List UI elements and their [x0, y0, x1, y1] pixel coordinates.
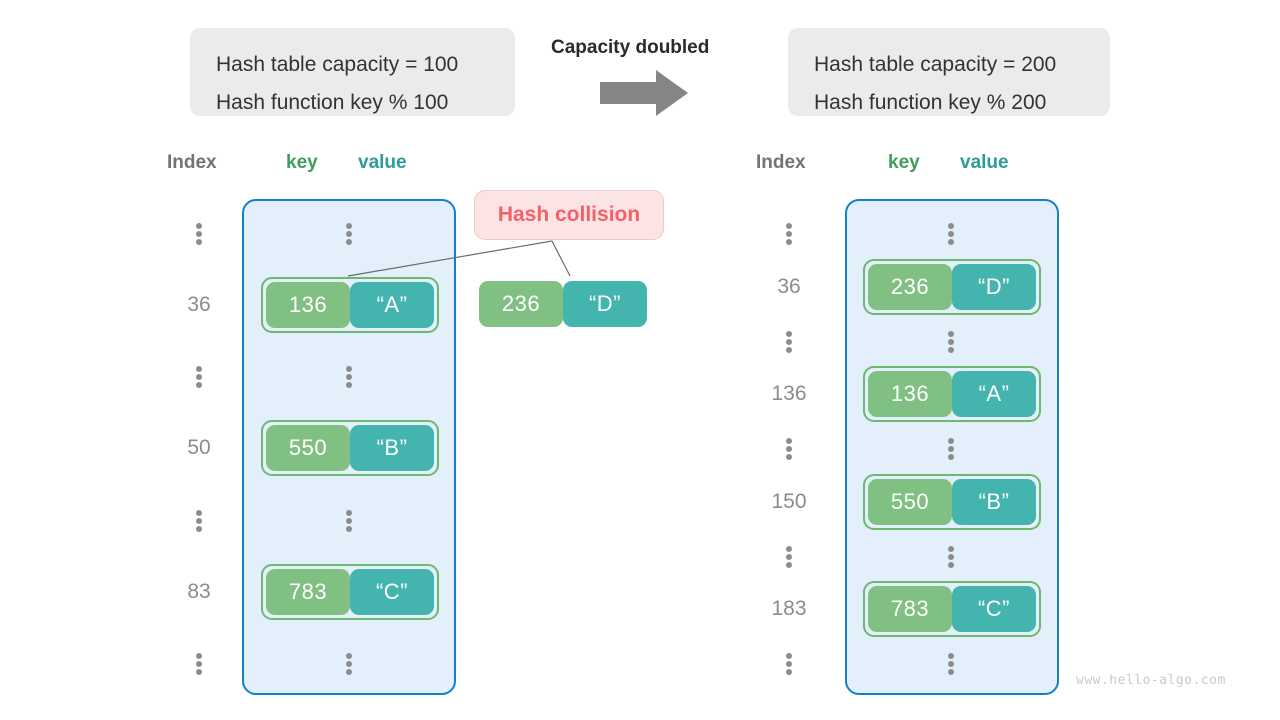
right-bucket-dots-2	[948, 330, 954, 353]
left-index-cell: 36	[187, 292, 211, 316]
right-bucket-dots-0	[948, 223, 954, 245]
colliding-pair-236: 236 “D”	[474, 276, 652, 332]
right-capacity-caption: Hash table capacity = 200 Hash function …	[788, 28, 1110, 116]
right-key-value-pair: 783“C”	[863, 581, 1041, 638]
right-index-dots-4	[786, 438, 792, 460]
right-key-value-pair: 136“A”	[863, 366, 1041, 423]
right-header-value: value	[960, 152, 1009, 173]
left-bucket-dots-4	[346, 509, 352, 532]
left-index-dots-2	[196, 366, 202, 389]
left-caption-line-2: Hash function key % 100	[216, 91, 449, 114]
right-index-cell: 150	[771, 489, 807, 513]
left-index-dots-6	[196, 653, 202, 676]
right-header-index: Index	[756, 152, 806, 173]
left-header-value: value	[358, 152, 407, 173]
right-value-box: “D”	[952, 263, 1036, 310]
left-key-value-pair: 136“A”	[261, 276, 439, 333]
right-value-box: “A”	[952, 371, 1036, 418]
left-caption-line-1: Hash table capacity = 100	[216, 53, 459, 76]
orphan-key-box: 236	[479, 281, 563, 327]
right-key-box: 236	[868, 263, 952, 310]
right-caption-line-2: Hash function key % 200	[814, 91, 1047, 114]
left-key-box: 550	[266, 425, 350, 472]
right-bucket-dots-4	[948, 438, 954, 460]
left-header-key: key	[286, 152, 318, 173]
right-key-value-pair: 550“B”	[863, 473, 1041, 530]
right-value-box: “C”	[952, 586, 1036, 633]
left-value-box: “A”	[350, 281, 434, 328]
right-index-cell: 136	[771, 382, 807, 406]
right-index-dots-2	[786, 330, 792, 353]
right-index-cell: 36	[777, 274, 801, 298]
left-bucket-dots-0	[346, 223, 352, 245]
right-value-box: “B”	[952, 478, 1036, 525]
right-key-value-pair: 236“D”	[863, 258, 1041, 315]
right-index-dots-0	[786, 223, 792, 245]
left-key-box: 783	[266, 568, 350, 615]
left-bucket-dots-2	[346, 366, 352, 389]
hash-collision-callout: Hash collision	[474, 190, 664, 240]
right-bucket-dots-6	[948, 545, 954, 568]
site-watermark: www.hello-algo.com	[1076, 673, 1226, 688]
left-index-cell: 50	[187, 436, 211, 460]
right-index-dots-8	[786, 653, 792, 675]
right-key-box: 136	[868, 371, 952, 418]
right-arrow-icon	[600, 70, 688, 121]
left-key-box: 136	[266, 281, 350, 328]
right-key-box: 550	[868, 478, 952, 525]
left-index-dots-0	[196, 223, 202, 245]
right-bucket-dots-8	[948, 653, 954, 675]
right-caption-line-1: Hash table capacity = 200	[814, 53, 1057, 76]
right-header-key: key	[888, 152, 920, 173]
left-header-index: Index	[167, 152, 217, 173]
left-index-dots-4	[196, 509, 202, 532]
left-value-box: “C”	[350, 568, 434, 615]
right-index-dots-6	[786, 545, 792, 568]
left-capacity-caption: Hash table capacity = 100 Hash function …	[190, 28, 515, 116]
hash-collision-label: Hash collision	[497, 203, 641, 226]
left-value-box: “B”	[350, 425, 434, 472]
orphan-value-box: “D”	[563, 281, 647, 327]
left-index-cell: 83	[187, 579, 211, 603]
right-index-cell: 183	[771, 597, 807, 621]
left-key-value-pair: 783“C”	[261, 563, 439, 620]
left-key-value-pair: 550“B”	[261, 420, 439, 477]
right-key-box: 783	[868, 586, 952, 633]
left-bucket-dots-6	[346, 653, 352, 676]
capacity-doubled-label: Capacity doubled	[551, 37, 710, 58]
